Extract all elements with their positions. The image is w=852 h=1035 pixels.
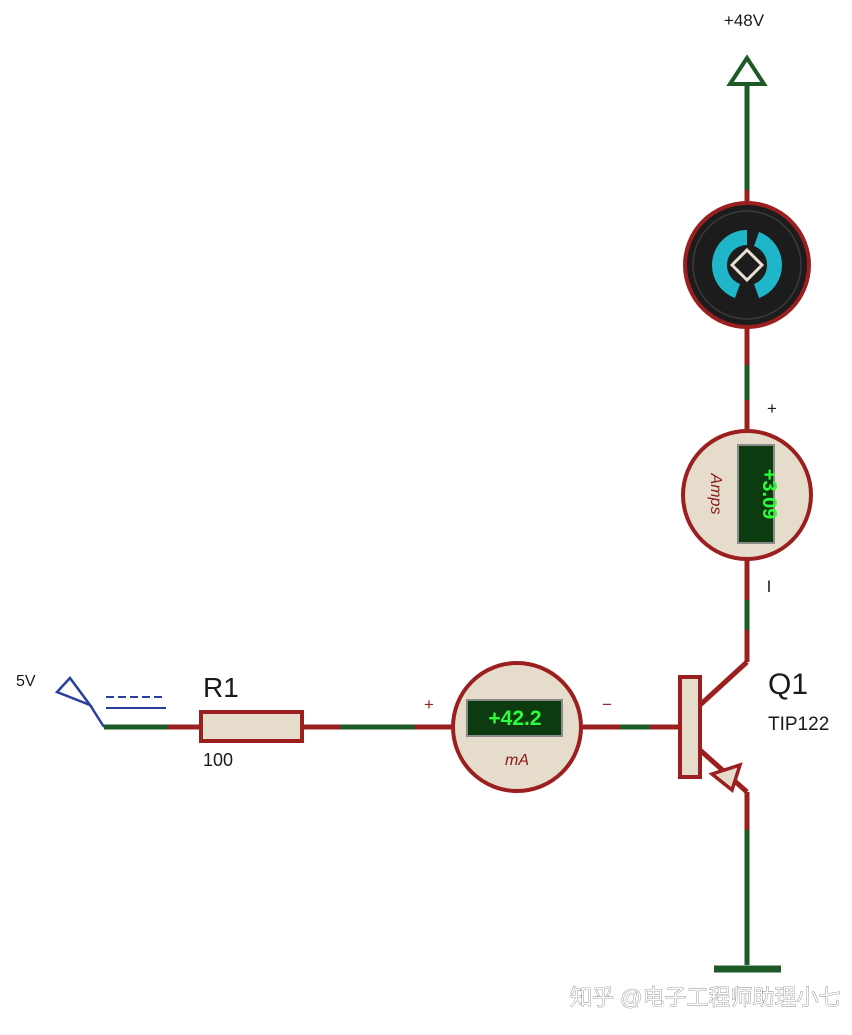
- ammeter-ma-unit: mA: [505, 752, 529, 769]
- ammeter-amps-unit: Amps: [707, 473, 724, 515]
- ammeter-amps-lcd: [737, 444, 775, 544]
- probe-icon: [54, 676, 94, 708]
- ammeter-ma-lcd: [466, 699, 563, 737]
- motor-shaft-icon: [729, 247, 765, 283]
- transistor-base-bar: [678, 675, 702, 779]
- emitter-arrow-icon: [708, 762, 743, 793]
- supply-arrow-icon: [726, 54, 768, 86]
- motor-magnet-right: [754, 265, 783, 298]
- ammeter-amps-reading: +3.09: [758, 469, 780, 520]
- motor[interactable]: [683, 201, 811, 329]
- ammeter-ma[interactable]: +42.2 mA + −: [424, 661, 612, 793]
- ammeter-ma-plus-label: +: [424, 695, 434, 714]
- resistor-ref: R1: [203, 672, 239, 703]
- resistor-value: 100: [203, 750, 233, 770]
- resistor-body: [199, 710, 304, 743]
- ammeter-ma-reading: +42.2: [488, 707, 541, 730]
- transistor-collector: [698, 660, 749, 707]
- transistor-part: TIP122: [768, 714, 829, 735]
- motor-magnet-left: [712, 230, 747, 265]
- transistor-ref: Q1: [768, 668, 808, 701]
- ammeter-amps-minus-label: I: [767, 577, 772, 596]
- input-label: 5V: [16, 673, 36, 690]
- ammeter-amps[interactable]: +3.09 Amps + I: [681, 399, 813, 596]
- resistor-r1[interactable]: R1 100: [199, 672, 304, 770]
- watermark: 知乎 @电子工程师助理小七: [570, 985, 840, 1010]
- input-terminal[interactable]: 5V: [16, 673, 166, 728]
- supply-terminal[interactable]: +48V: [724, 11, 768, 205]
- ammeter-amps-plus-label: +: [767, 399, 777, 418]
- ammeter-ma-minus-label: −: [602, 695, 612, 714]
- supply-label: +48V: [724, 11, 765, 30]
- transistor-q1[interactable]: Q1 TIP122: [678, 660, 829, 794]
